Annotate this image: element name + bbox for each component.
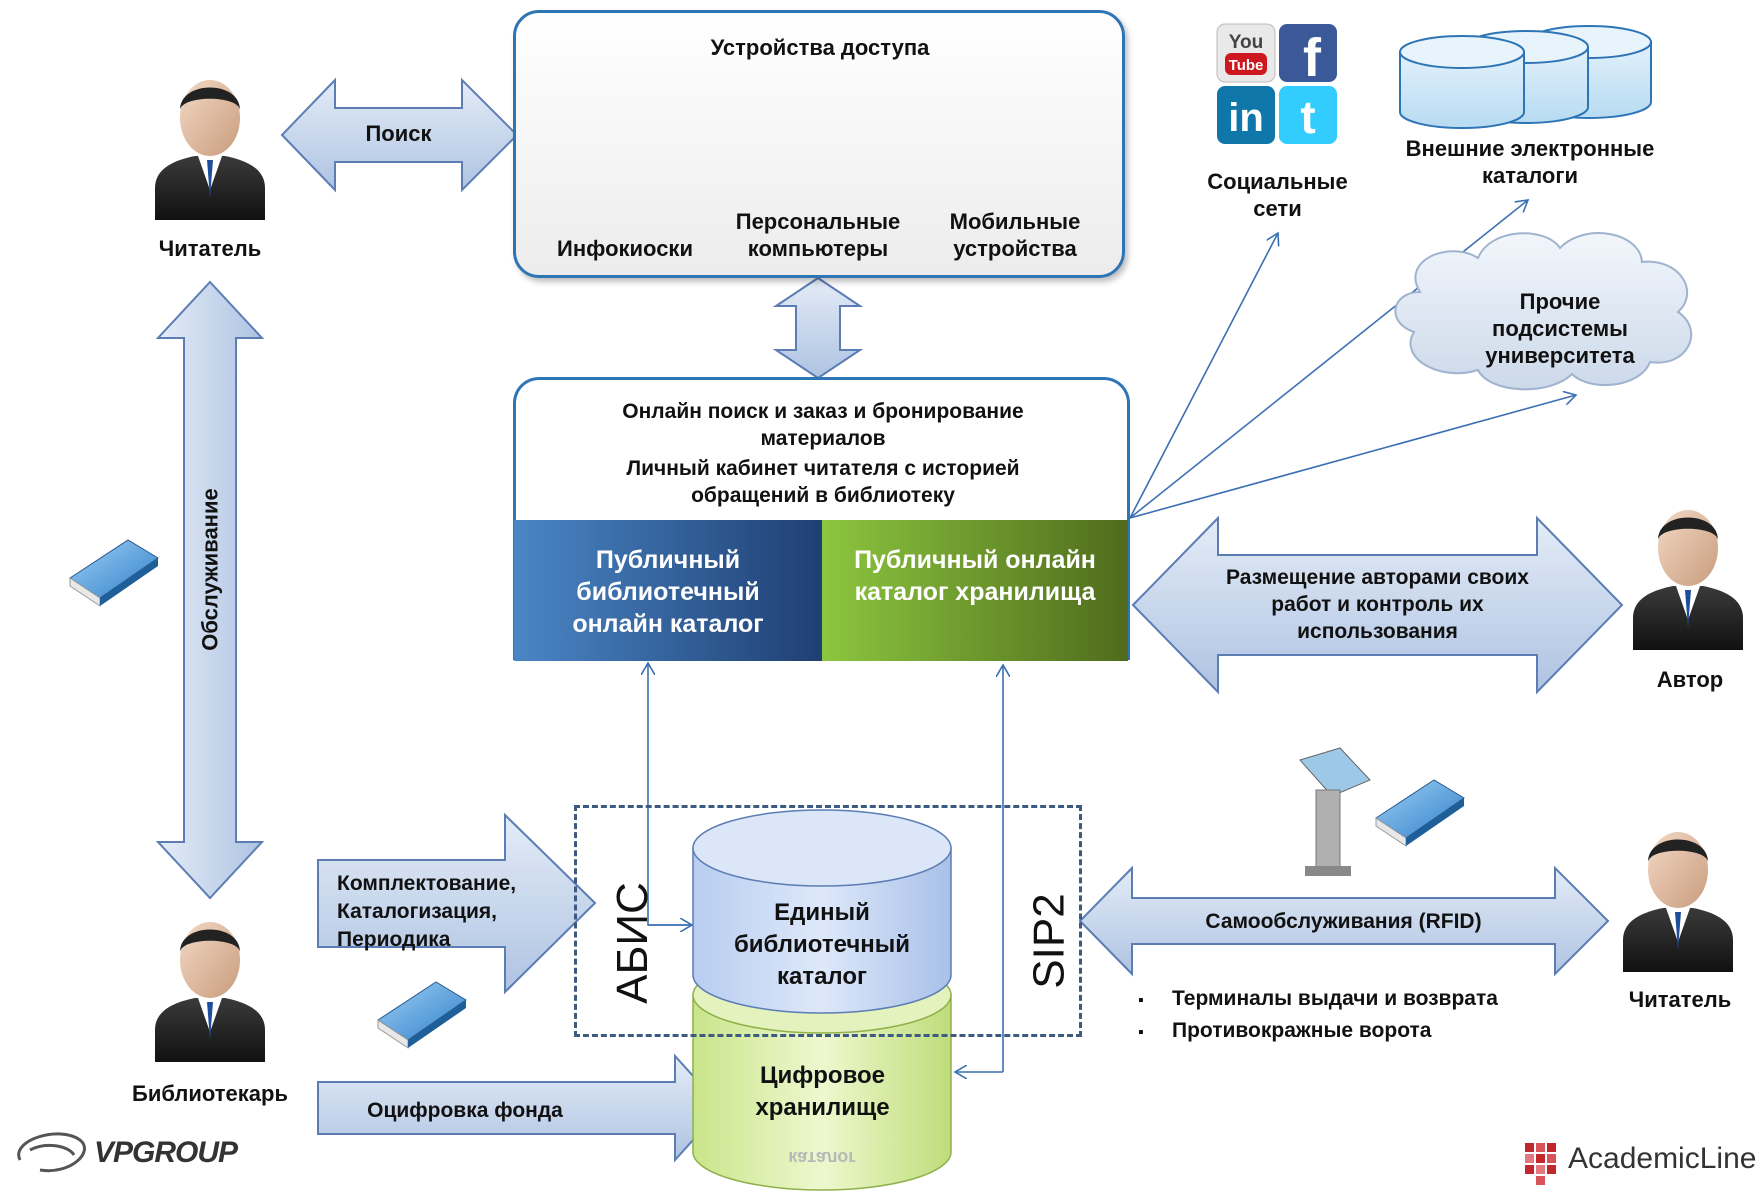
librarian-label: Библиотекарь (132, 1081, 288, 1106)
author-person-icon (1633, 510, 1743, 650)
self-service-label: Самообслуживания (RFID) (1205, 910, 1482, 933)
devices-online-arrow (772, 276, 864, 380)
unified-catalog-label: Единый библиотечный каталог (733, 899, 911, 990)
acquisition-line-3: Периодика (337, 928, 451, 951)
youtube-you-text: You (1229, 32, 1263, 53)
self-service-kiosk-icon (1299, 747, 1371, 876)
reader-bottom-label: Читатель (1628, 987, 1732, 1012)
bullet-gates: Противокражные ворота (1138, 1016, 1498, 1048)
public-library-catalog-block[interactable]: Публичный библиотечный онлайн каталог (514, 520, 822, 661)
self-service-arrow (1078, 865, 1610, 977)
abis-boundary (574, 805, 1082, 1037)
online-line-1: Онлайн поиск и заказ и бронирование мате… (622, 400, 1024, 450)
authors-arrow-label: Размещение авторами своих работ и контро… (1226, 566, 1529, 643)
acquisition-line-2: Каталогизация, (337, 900, 498, 923)
reader-top-label: Читатель (158, 236, 262, 261)
digitization-label: Оцифровка фонда (367, 1099, 563, 1122)
kiosk-label: Инфокиоски (557, 236, 693, 261)
twitter-icon (1279, 86, 1337, 144)
facebook-letter: f (1303, 28, 1322, 88)
book-icon-self-service (1375, 779, 1465, 847)
author-label: Автор (1656, 667, 1724, 692)
acquisition-line-1: Комплектование, (337, 872, 517, 895)
abis-label: АБИС (607, 882, 657, 1004)
external-catalogs-db-icon (1399, 25, 1652, 129)
youtube-tube-text: Tube (1229, 57, 1264, 74)
catalog-reflection-text: каталог (788, 1148, 856, 1168)
public-library-catalog-label: Публичный библиотечный онлайн каталог (572, 546, 764, 638)
pc-label: Персональные компьютеры (735, 209, 901, 261)
sip2-label: SIP2 (1024, 893, 1074, 989)
book-icon-librarian (377, 981, 467, 1049)
connector-social (1129, 233, 1278, 519)
linkedin-letters: in (1228, 96, 1264, 140)
public-repo-catalog-label: Публичный онлайн каталог хранилища (854, 546, 1096, 606)
connector-other (1129, 395, 1576, 519)
self-service-bullets: Терминалы выдачи и возврата Противокражн… (1138, 984, 1498, 1048)
unified-catalog-cylinder (692, 809, 952, 1014)
twitter-letter: t (1300, 91, 1315, 143)
bullet-terminals: Терминалы выдачи и возврата (1138, 984, 1498, 1016)
other-subsystems-label: Прочие подсистемы университета (1485, 289, 1635, 368)
academicline-logo-icon (1525, 1143, 1556, 1185)
librarian-person-icon (155, 922, 265, 1062)
mobile-label: Мобильные устройства (949, 209, 1081, 261)
vpgroup-logo-icon (17, 1132, 86, 1173)
vpgroup-logo-text: VPGROUP (94, 1136, 238, 1169)
reader-bottom-person-icon (1623, 832, 1733, 972)
service-label: Обслуживание (197, 488, 223, 651)
external-catalogs-label: Внешние электронные каталоги (1405, 136, 1655, 188)
vpgroup-logo: VPGROUP (12, 1130, 272, 1190)
facebook-icon (1279, 24, 1337, 82)
book-icon-service (69, 539, 159, 607)
linkedin-icon (1217, 86, 1275, 144)
access-devices-title: Устройства доступа (710, 35, 930, 60)
online-line-2: Личный кабинет читателя с историей обращ… (626, 457, 1020, 507)
service-arrow (155, 280, 265, 900)
authors-arrow (1131, 515, 1624, 695)
access-devices-panel (513, 10, 1125, 278)
other-subsystems-cloud (1394, 232, 1693, 391)
search-label: Поиск (365, 121, 432, 146)
social-icons: You Tube f in t (1216, 23, 1337, 144)
digital-storage-label: Цифровое хранилище (755, 1062, 890, 1121)
reader-top-person-icon (155, 80, 265, 220)
public-repo-catalog-block[interactable]: Публичный онлайн каталог хранилища (822, 520, 1128, 661)
academicline-logo-text: AcademicLine (1568, 1142, 1757, 1175)
academicline-logo: AcademicLine (1568, 1142, 1756, 1176)
acquisition-arrow (317, 812, 597, 995)
social-label: Социальные сети (1207, 169, 1348, 221)
